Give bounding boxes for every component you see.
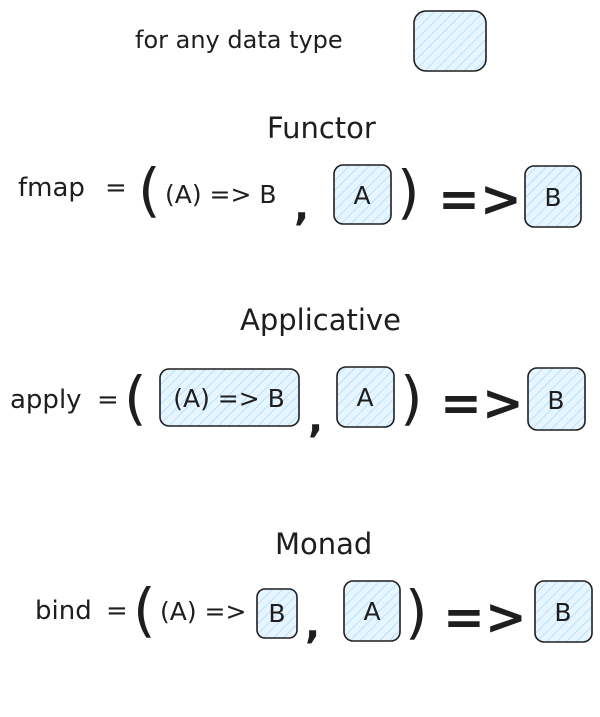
applicative-right-paren: ) (400, 364, 423, 432)
functor-fn-name: fmap (18, 173, 85, 203)
applicative-arg1-box (159, 368, 300, 427)
applicative-result-box (527, 367, 586, 431)
legend-label: for any data type (135, 26, 343, 54)
functor-right-paren: ) (397, 158, 420, 226)
applicative-comma: , (308, 396, 323, 442)
legend-swatch (413, 10, 487, 72)
applicative-title: Applicative (240, 303, 401, 337)
applicative-result: B (547, 386, 564, 415)
applicative-arg2-box (336, 366, 395, 428)
monad-arg1-boxed-box (256, 588, 298, 639)
functor-section: Functor fmap = ( (A) => B , A ) => B (18, 111, 582, 230)
functor-title: Functor (267, 111, 376, 145)
monad-result: B (554, 598, 571, 627)
applicative-arg2: A (356, 383, 373, 412)
monad-arrow: => (443, 588, 527, 646)
applicative-equals: = (97, 385, 119, 415)
monad-right-paren: ) (405, 578, 428, 646)
monad-arg1-prefix: (A) => (160, 597, 246, 626)
functor-result: B (544, 183, 561, 212)
functor-arrow: => (438, 170, 522, 228)
functor-arg2: A (353, 181, 370, 210)
functor-comma: , (294, 184, 309, 230)
monad-arg2: A (363, 597, 380, 626)
monad-section: Monad bind = ( (A) => B , A ) => B (35, 527, 593, 648)
functor-equals: = (105, 173, 127, 203)
applicative-section: Applicative apply = ( (A) => B , A ) => … (10, 303, 586, 442)
monad-result-box (534, 580, 593, 643)
monad-fn-name: bind (35, 596, 92, 626)
functor-left-paren: ( (138, 156, 161, 224)
functor-arg1: (A) => B (165, 180, 277, 209)
applicative-left-paren: ( (124, 364, 147, 432)
applicative-arrow: => (440, 374, 524, 432)
monad-comma: , (305, 602, 320, 648)
applicative-arg1: (A) => B (173, 384, 285, 413)
monad-arg1-boxed: B (268, 599, 285, 628)
monad-equals: = (106, 596, 128, 626)
monad-arg2-box (343, 580, 401, 642)
monad-left-paren: ( (133, 576, 156, 644)
functor-arg2-box (333, 164, 392, 225)
functor-result-box (524, 165, 582, 228)
legend: for any data type (135, 10, 487, 72)
applicative-fn-name: apply (10, 385, 82, 415)
monad-title: Monad (275, 527, 372, 561)
